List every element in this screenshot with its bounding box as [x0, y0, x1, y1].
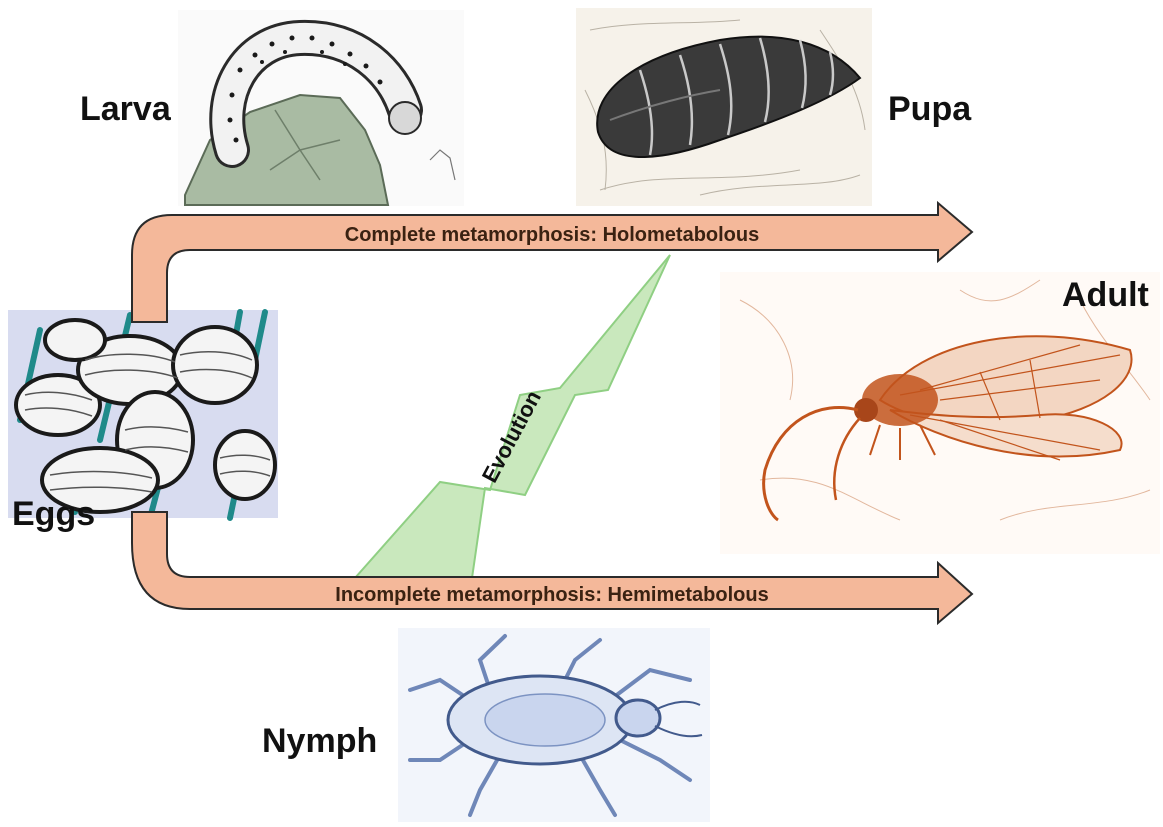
pupa-label: Pupa	[888, 90, 971, 129]
nymph-label: Nymph	[262, 722, 377, 761]
complete-metamorphosis-label: Complete metamorphosis: Holometabolous	[345, 224, 760, 246]
larva-illustration	[178, 10, 464, 206]
adult-label: Adult	[1062, 276, 1149, 315]
eggs-illustration	[8, 310, 278, 518]
pupa-illustration	[576, 8, 872, 206]
larva-label: Larva	[80, 90, 171, 129]
nymph-aphid-illustration	[398, 628, 710, 822]
incomplete-metamorphosis-label: Incomplete metamorphosis: Hemimetabolous	[335, 584, 768, 606]
eggs-label: Eggs	[12, 495, 95, 534]
